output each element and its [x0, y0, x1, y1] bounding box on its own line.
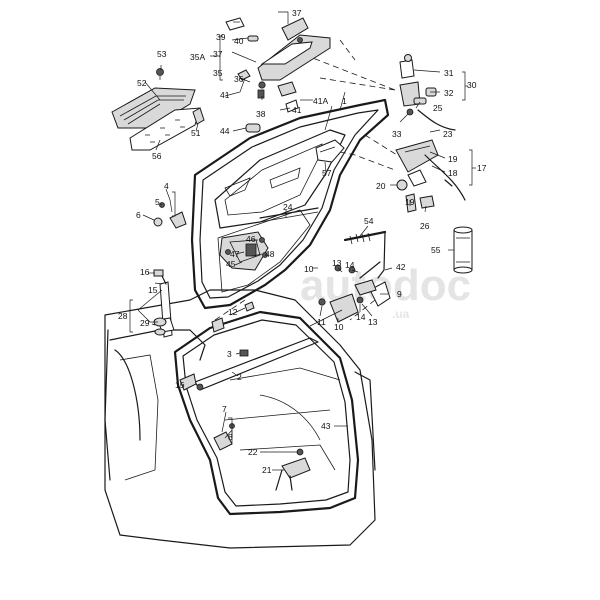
label-19b: 19 [405, 197, 415, 207]
label-14: 14 [345, 260, 355, 270]
label-8: 8 [228, 432, 233, 442]
label-13b: 13 [368, 317, 378, 327]
label-33: 33 [392, 129, 402, 139]
label-41: 41 [220, 90, 230, 100]
label-31: 31 [444, 68, 454, 78]
label-32: 32 [444, 88, 454, 98]
hinge-parts-right [318, 261, 391, 323]
label-11: 11 [317, 317, 326, 327]
label-13: 13 [332, 258, 342, 268]
label-14b: 14 [356, 312, 366, 322]
label-22: 22 [248, 447, 258, 457]
watermark-domain: .ua [392, 307, 410, 321]
label-23: 23 [443, 129, 453, 139]
lock-45-47-48 [219, 207, 319, 271]
reference-lines [214, 39, 406, 321]
label-28: 28 [118, 311, 128, 321]
tailgate-seal [173, 310, 360, 516]
trim-panel-52 [111, 68, 261, 151]
label-41a: 41A [313, 96, 328, 106]
label-37: 37 [292, 8, 302, 18]
label-5: 5 [155, 197, 160, 207]
part-12 [211, 301, 255, 333]
part-3 [239, 349, 249, 357]
label-21: 21 [262, 465, 272, 475]
label-40: 40 [234, 36, 244, 46]
label-17: 17 [477, 163, 487, 173]
label-36: 36 [234, 74, 244, 84]
wiring-54 [343, 230, 387, 279]
label-30: 30 [467, 80, 477, 90]
label-39: 39 [216, 32, 226, 42]
callout-labels: 37 39 40 35A 37 35 36 41 38 41 41A 1 44 … [118, 8, 487, 475]
label-4: 4 [164, 181, 169, 191]
boot-interior [224, 367, 341, 471]
label-10b: 10 [334, 322, 344, 332]
grease-can [453, 226, 473, 274]
bump-stop [154, 328, 166, 336]
label-54: 54 [364, 216, 374, 226]
latch-bracket [275, 448, 311, 491]
label-41b: 41 [292, 105, 302, 115]
leader-lines [129, 11, 476, 471]
label-48: 48 [265, 249, 275, 259]
label-38: 38 [256, 109, 266, 119]
label-47: 47 [230, 249, 240, 259]
label-29: 29 [140, 318, 150, 328]
label-46: 46 [246, 234, 256, 244]
crossbar [194, 337, 319, 391]
wiper-drive-parts [395, 54, 466, 213]
label-56: 56 [152, 151, 162, 161]
label-42: 42 [396, 262, 406, 272]
label-25: 25 [433, 103, 443, 113]
striker [213, 423, 235, 451]
label-35: 35 [213, 68, 223, 78]
label-24: 24 [283, 202, 293, 212]
label-16: 16 [140, 267, 150, 277]
label-15b: 15 [175, 380, 185, 390]
car-body [104, 289, 376, 549]
label-3: 3 [227, 349, 232, 359]
label-55: 55 [431, 245, 441, 255]
label-45: 45 [226, 259, 236, 269]
label-18: 18 [448, 168, 458, 178]
label-6: 6 [136, 210, 141, 220]
label-20: 20 [376, 181, 386, 191]
label-57: 57 [322, 168, 332, 178]
label-53: 53 [157, 49, 167, 59]
label-2: 2 [237, 372, 242, 382]
label-37b: 37 [213, 49, 223, 59]
label-9: 9 [397, 289, 402, 299]
label-19: 19 [448, 154, 458, 164]
label-51: 51 [191, 128, 201, 138]
gas-strut [153, 269, 204, 391]
label-26: 26 [420, 221, 430, 231]
label-15: 15 [148, 285, 158, 295]
label-1: 1 [342, 96, 347, 106]
label-10: 10 [304, 264, 314, 274]
label-52: 52 [137, 78, 147, 88]
hinge-assembly [225, 17, 331, 113]
label-7: 7 [222, 404, 227, 414]
label-43: 43 [321, 421, 331, 431]
label-12: 12 [228, 307, 238, 317]
label-35a: 35A [190, 52, 205, 62]
label-44: 44 [220, 126, 230, 136]
